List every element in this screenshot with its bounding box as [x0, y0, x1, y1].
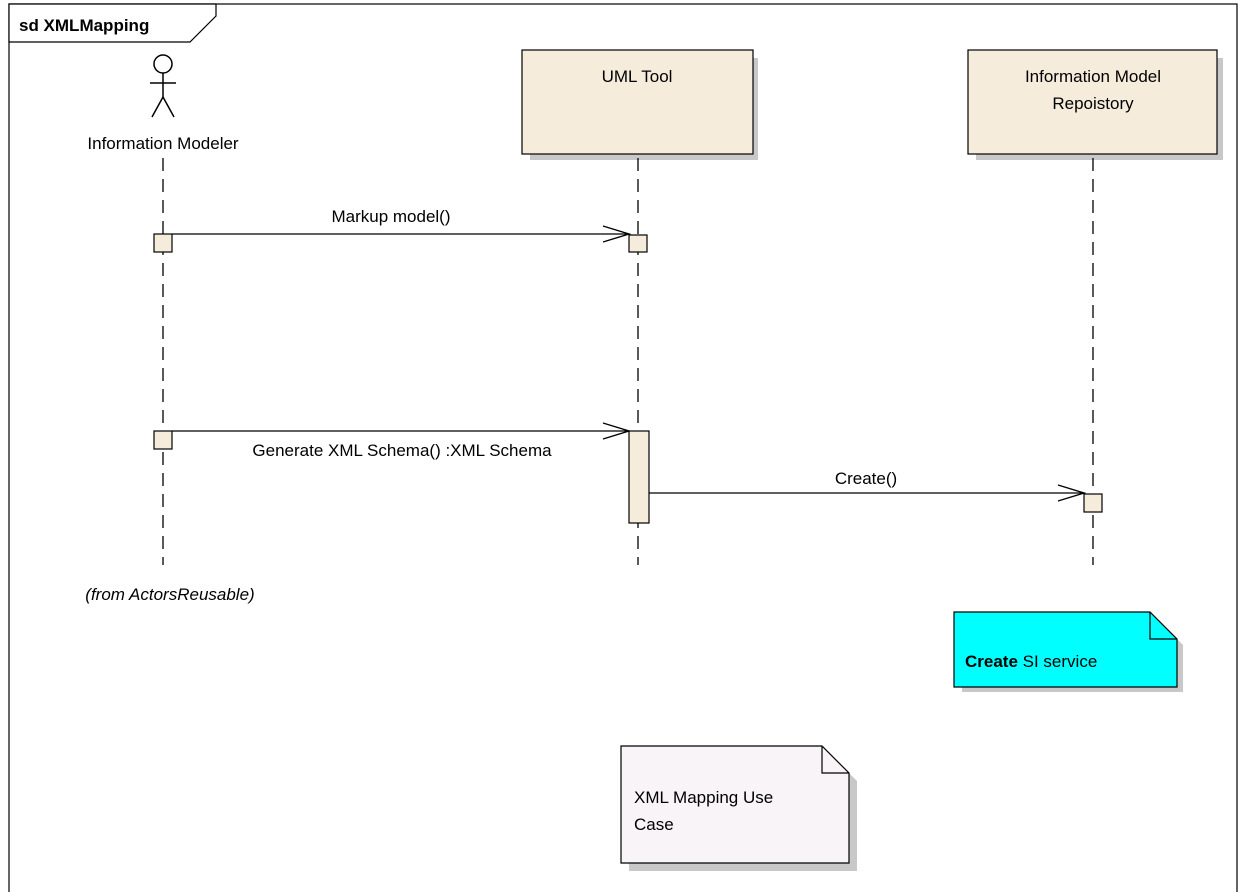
message-label: Markup model()	[331, 207, 450, 226]
activation-bar	[628, 430, 650, 524]
note-text-rest: SI service	[1018, 652, 1097, 671]
note-text-line2: Case	[634, 815, 674, 834]
note-si-service[interactable]: Create SI service	[953, 611, 1183, 692]
frame-title: sd XMLMapping	[19, 16, 149, 35]
actor-origin-note: (from ActorsReusable)	[85, 585, 254, 604]
lifeline-head-uml-tool[interactable]: UML Tool	[521, 49, 758, 160]
note-body	[953, 611, 1178, 688]
message-generate-xml-schema[interactable]: Generate XML Schema() :XML Schema	[153, 430, 650, 524]
participant-name-line2: Repoistory	[1052, 94, 1134, 113]
message-markup-model[interactable]: Markup model()	[153, 207, 648, 253]
participant-name: UML Tool	[602, 67, 673, 86]
message-create[interactable]: Create()	[649, 469, 1103, 513]
participant-box	[521, 49, 754, 155]
actor-name: Information Modeler	[87, 134, 239, 153]
frame-title-tab	[8, 3, 217, 43]
message-label: Generate XML Schema() :XML Schema	[252, 441, 552, 460]
note-body	[620, 745, 850, 864]
participant-box	[967, 49, 1218, 155]
activation-bar	[1083, 493, 1103, 513]
note-text: Create SI service	[965, 652, 1097, 671]
lifeline-head-repository[interactable]: Information Model Repoistory	[967, 49, 1223, 160]
note-fold	[1149, 612, 1177, 640]
activation-bar	[628, 234, 648, 253]
note-text-bold: Create	[965, 652, 1018, 671]
note-fold	[821, 746, 849, 774]
stick-figure-icon	[150, 54, 176, 118]
activation-bar	[153, 233, 173, 253]
diagram-frame	[8, 3, 1238, 892]
participant-name-line1: Information Model	[1025, 67, 1161, 86]
note-text-line1: XML Mapping Use	[634, 788, 773, 807]
actor-information-modeler[interactable]: Information Modeler	[87, 54, 239, 153]
message-label: Create()	[835, 469, 897, 488]
activation-bar	[153, 430, 173, 450]
note-use-case[interactable]: XML Mapping Use Case	[620, 745, 857, 871]
